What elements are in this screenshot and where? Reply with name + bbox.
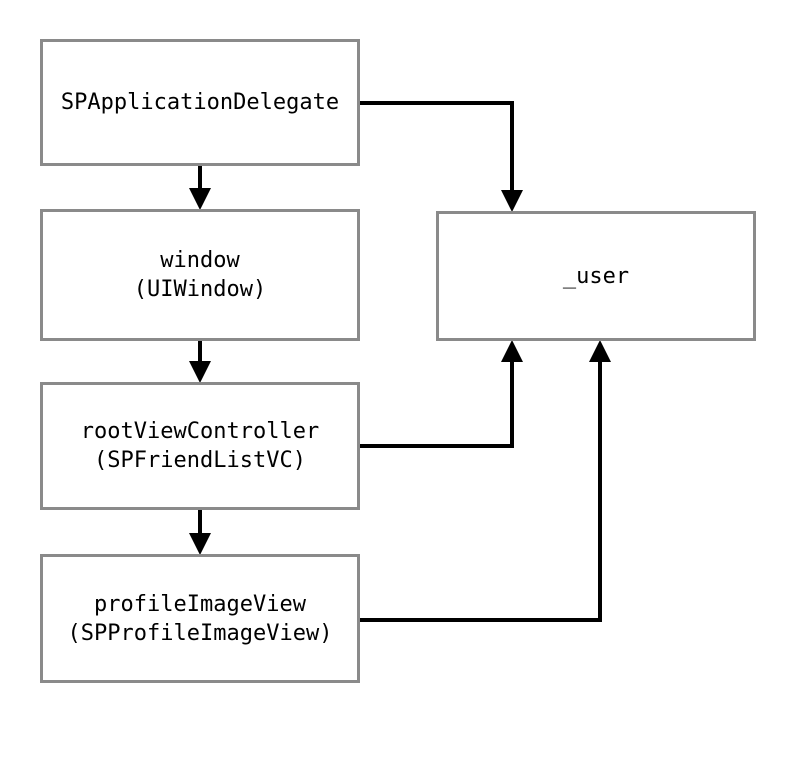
node-profile-image-view: profileImageView (SPProfileImageView) — [40, 554, 360, 683]
edge-line — [359, 101, 514, 192]
arrowhead-up-icon — [501, 340, 523, 362]
edge-line — [359, 360, 602, 622]
node-label: SPApplicationDelegate — [60, 90, 340, 115]
node-window: window (UIWindow) — [40, 209, 360, 341]
arrowhead-down-icon — [189, 361, 211, 383]
arrowhead-down-icon — [501, 190, 523, 212]
edge-line — [359, 360, 514, 448]
edge-root-vc-to-profile-image-view — [189, 509, 211, 555]
node-label: rootViewController (SPFriendListVC) — [80, 419, 320, 473]
arrowhead-down-icon — [189, 188, 211, 210]
node-label: profileImageView (SPProfileImageView) — [67, 591, 333, 646]
node-sp-application-delegate: SPApplicationDelegate — [40, 39, 360, 166]
edge-profile-image-view-to-user — [359, 340, 611, 622]
arrowhead-down-icon — [189, 533, 211, 555]
edge-window-to-root-vc — [189, 340, 211, 383]
node-label: window (UIWindow) — [133, 248, 267, 302]
edge-app-delegate-to-window — [189, 165, 211, 210]
node-user: _user — [436, 211, 756, 341]
edge-app-delegate-to-user — [359, 101, 523, 212]
node-root-view-controller: rootViewController (SPFriendListVC) — [40, 382, 360, 510]
node-label: _user — [562, 263, 630, 289]
arrowhead-up-icon — [589, 340, 611, 362]
edge-root-vc-to-user — [359, 340, 523, 448]
